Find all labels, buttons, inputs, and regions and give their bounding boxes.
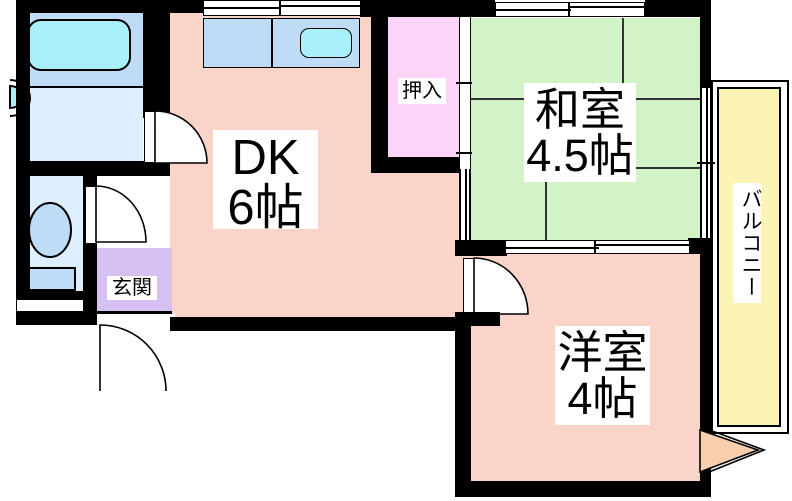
wall-yoshitsu-bottom: [455, 481, 711, 497]
tatami-mat-line-v1: [622, 18, 624, 100]
room-label-yoshitsu-name: 洋室: [557, 327, 648, 378]
tatami-east-sash-rail: [706, 88, 708, 240]
closet-sliding-handle-b: [456, 152, 472, 154]
kitchen-sink-fixture: [300, 28, 352, 58]
room-label-washitsu-name: 和室: [534, 84, 625, 135]
room-label-genkan: 玄関: [107, 276, 157, 300]
wall-oshiire-bottom: [371, 157, 468, 173]
bathtub-fixture: [27, 19, 131, 71]
wall-bath-right: [143, 0, 170, 118]
wall-top-left: [16, 0, 204, 13]
wall-washitsu-bottom-left: [459, 240, 507, 256]
wall-toilet-bottom: [16, 291, 97, 302]
wall-bath-bottom: [16, 161, 170, 176]
bathroom-swing-door[interactable]: [154, 110, 211, 167]
room-label-yoshitsu-size: 4帖: [567, 372, 638, 424]
tatami-north-window-rail-b: [570, 6, 645, 8]
toilet-bowl-fixture: [28, 202, 72, 258]
wall-yoshitsu-right-top: [700, 254, 711, 436]
entrance-threshold: [97, 314, 175, 326]
room-label-washitsu-size: 4.5帖: [526, 129, 634, 181]
balcony-outer-frame: [711, 80, 789, 434]
toilet-swing-door[interactable]: [95, 185, 148, 244]
room-label-dk-name: DK: [231, 131, 300, 185]
wall-top-right: [645, 0, 711, 17]
yoshitsu-north-rail-b: [596, 244, 690, 246]
balcony-inner-frame: [717, 87, 781, 427]
room-label-balcony: バルコニー: [733, 183, 762, 303]
wall-oshiire-top: [371, 6, 468, 17]
room-label-oshiire: 押入: [398, 78, 446, 104]
tatami-north-window-rail-a: [495, 9, 571, 11]
wall-dk-bottom: [170, 317, 470, 331]
tatami-east-sash-handle: [697, 162, 715, 164]
kitchen-counter-divider: [271, 18, 273, 68]
western-room-swing-door[interactable]: [473, 257, 530, 316]
wall-yoshitsu-left: [455, 317, 471, 495]
room-label-dk-size: 6帖: [227, 180, 304, 235]
yoshitsu-north-post: [594, 240, 596, 254]
toilet-tank-fixture: [24, 267, 76, 291]
closet-sliding-handle-a: [456, 82, 472, 84]
kitchen-window-mullion: [203, 7, 281, 9]
western-room-east-window: [699, 427, 767, 475]
wall-washitsu-right-top: [700, 0, 711, 90]
kitchen-window-centerpost: [279, 0, 281, 16]
closet-sliding-door[interactable]: [460, 17, 470, 169]
bathtub-edge-line: [16, 86, 143, 88]
tatami-north-window-post: [568, 2, 570, 17]
wall-oshiire-left: [371, 10, 388, 172]
wall-yoshitsu-right-bottom: [700, 466, 711, 497]
wall-yoshitsu-left-notch: [455, 312, 500, 326]
wall-washitsu-bottom-right: [688, 238, 711, 254]
entrance-swing-door[interactable]: [99, 324, 172, 393]
yoshitsu-north-rail-a: [505, 247, 599, 249]
kitchen-window-mullion-2: [281, 5, 361, 7]
tatami-mat-line-v2: [545, 168, 547, 246]
